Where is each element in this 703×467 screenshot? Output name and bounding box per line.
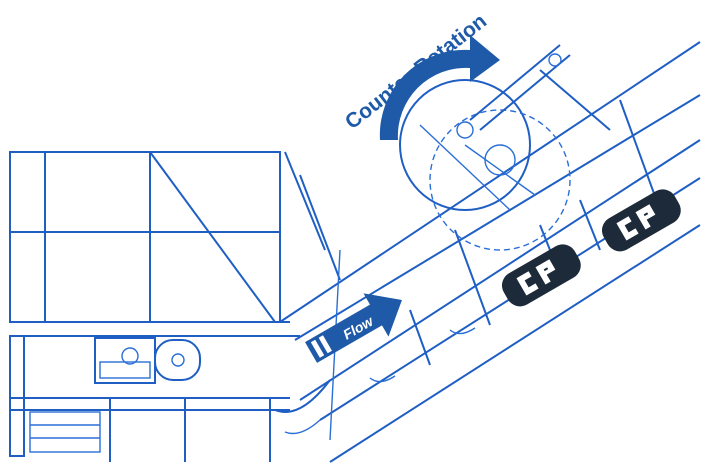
counter-rotation-arrow	[379, 35, 500, 140]
drive-motor	[94, 337, 201, 384]
counter-rotation-label: Counter-Rotation	[341, 10, 491, 134]
cp-logo	[501, 244, 581, 307]
cp-logo	[601, 189, 681, 252]
horizontal-frame	[9, 151, 300, 462]
flow-arrow	[305, 293, 402, 363]
wheel-assembly	[399, 44, 611, 251]
